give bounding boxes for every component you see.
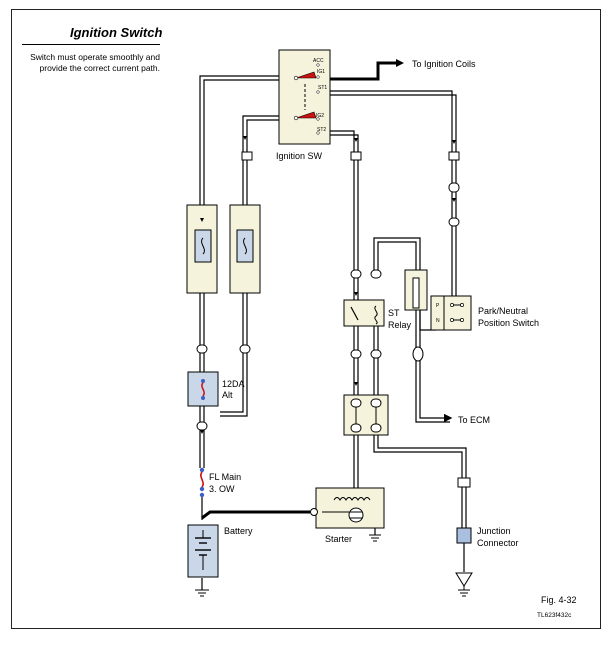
- st-relay: [343, 299, 385, 327]
- connectors: [241, 151, 471, 488]
- switch-contact-1: [295, 71, 317, 79]
- st1-label: ST1: [318, 85, 327, 91]
- sidebar-title: Ignition Switch: [70, 25, 163, 40]
- wire-st1-to-pn: [330, 90, 453, 152]
- st-relay-label: ST: [388, 308, 400, 318]
- fuse-12da-label: 12DA: [222, 379, 245, 389]
- fuse-12da-alt: [187, 371, 219, 407]
- starter: [310, 487, 385, 529]
- lower-junction-block: [343, 394, 389, 436]
- connector: [448, 151, 460, 161]
- fl-main-rating-label: 3. OW: [209, 484, 235, 494]
- fl-main-fuse: [199, 467, 205, 498]
- pn-n-label: N: [436, 318, 440, 324]
- to-ecm-label: To ECM: [458, 415, 490, 425]
- fuse-block-2: [229, 204, 261, 294]
- switch-contact-2: [295, 111, 317, 119]
- wire-to-ignition-coils: [330, 61, 398, 81]
- park-neutral-label: Park/Neutral: [478, 306, 528, 316]
- ig2-label: IG2: [316, 113, 324, 119]
- connector: [241, 151, 253, 161]
- relay-coil-icon: [374, 305, 378, 325]
- starter-ground-icon: [369, 534, 381, 542]
- st-relay-label-2: Relay: [388, 320, 412, 330]
- connector: [350, 151, 362, 161]
- pn-p-label: P: [436, 303, 440, 309]
- fl-main-label: FL Main: [209, 472, 241, 482]
- battery: [187, 524, 219, 578]
- fuse-alt-label: Alt: [222, 390, 233, 400]
- park-neutral-switch: P N: [430, 295, 472, 331]
- figure-number: Fig. 4-32: [541, 595, 577, 605]
- sidebar-divider: [22, 44, 160, 45]
- wire-ig2-to-fuse2: [242, 115, 294, 205]
- starter-label: Starter: [325, 534, 352, 544]
- ignition-switch: ACC IG1 ST1 IG2 ST2: [278, 49, 331, 145]
- starter-coil-icon: [333, 497, 371, 501]
- wire-to-ecm: [419, 358, 453, 423]
- figure-code: TL623f432c: [537, 612, 572, 619]
- wire-st2-to-relay: [330, 130, 355, 152]
- ig1-label: IG1: [317, 69, 325, 75]
- to-ignition-coils-label: To Ignition Coils: [412, 59, 476, 69]
- wire-acc-to-fuse1: [199, 75, 294, 205]
- ignition-sw-label: Ignition SW: [276, 151, 323, 161]
- st2-label: ST2: [317, 127, 326, 133]
- wire-battery-to-starter: [201, 510, 310, 520]
- acc-label: ACC: [313, 58, 324, 64]
- battery-ground-icon: [195, 589, 209, 597]
- connector: [457, 477, 471, 488]
- wire-to-junction: [373, 435, 467, 478]
- ignition-coils-arrow-icon: [396, 59, 404, 67]
- ecm-terminal: [412, 346, 424, 362]
- junction-ground-icon: [455, 572, 473, 597]
- ignition-switch-box: [278, 49, 331, 145]
- figure-frame: [11, 9, 601, 629]
- connector-label: Connector: [477, 538, 519, 548]
- fuse-block-1: [186, 204, 218, 294]
- junction-connector: [456, 527, 472, 544]
- starter-motor-icon: [348, 507, 364, 523]
- position-switch-label: Position Switch: [478, 318, 539, 328]
- wires: [199, 61, 467, 590]
- junction-label: Junction: [477, 526, 511, 536]
- battery-label: Battery: [224, 526, 253, 536]
- sidebar-description: Switch must operate smoothly and provide…: [30, 52, 160, 73]
- flow-arrows: [200, 136, 456, 434]
